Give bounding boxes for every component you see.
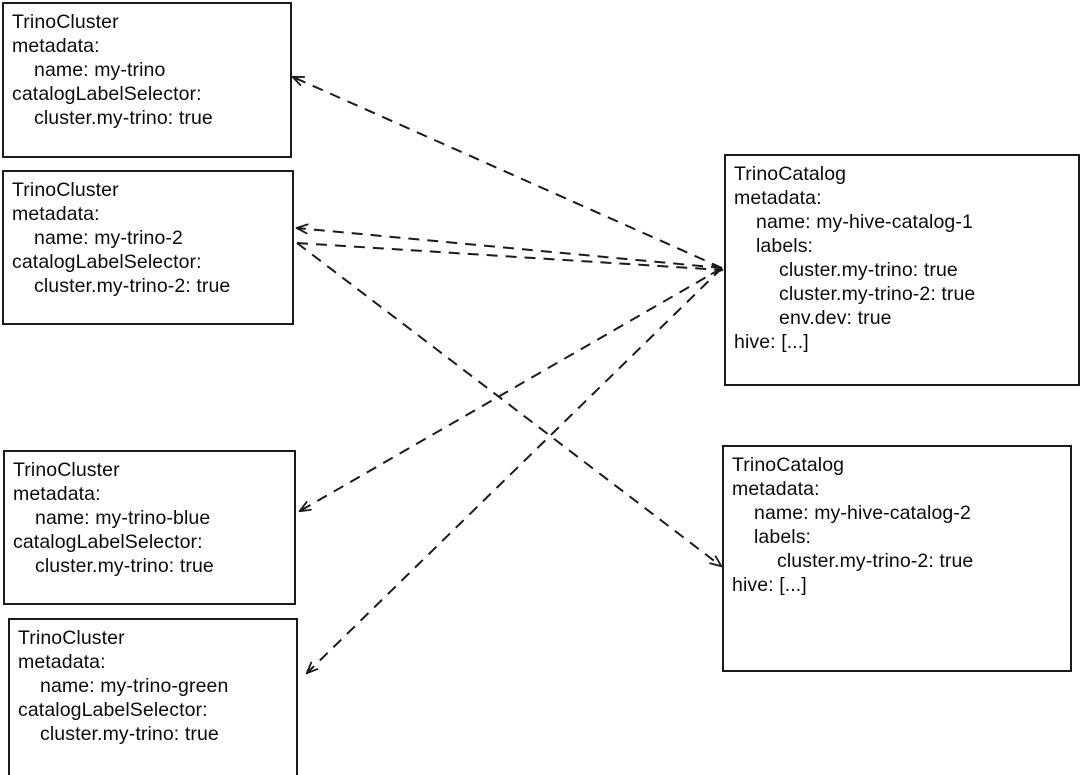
edge-catalog_my_hive_catalog_1-to-cluster_my_trino_2: [297, 228, 723, 269]
node-line: TrinoCluster: [18, 627, 125, 649]
node-line: TrinoCluster: [12, 179, 119, 201]
node-line: env.dev: true: [779, 307, 892, 329]
node-line: cluster.my-trino: true: [34, 107, 213, 129]
node-line: metadata:: [732, 478, 820, 500]
node-line: TrinoCluster: [12, 11, 119, 33]
node-line: cluster.my-trino: true: [40, 723, 219, 745]
node-line: name: my-hive-catalog-1: [756, 211, 973, 233]
node-line: name: my-trino-green: [40, 675, 229, 697]
node-line: catalogLabelSelector:: [18, 699, 208, 721]
node-line: cluster.my-trino: true: [779, 259, 958, 281]
edge-catalog_my_hive_catalog_1-to-cluster_my_trino: [293, 77, 723, 269]
node-line: name: my-trino: [34, 59, 166, 81]
node-line: metadata:: [12, 35, 100, 57]
edge-catalog_my_hive_catalog_1-to-cluster_my_trino_green: [307, 267, 723, 673]
node-line: cluster.my-trino-2: true: [34, 275, 231, 297]
node-line: name: my-hive-catalog-2: [754, 502, 971, 524]
node-line: hive: [...]: [732, 574, 807, 596]
node-line: cluster.my-trino: true: [35, 555, 214, 577]
edge-catalog_my_hive_catalog_1-to-cluster_my_trino_blue: [300, 267, 723, 511]
node-line: labels:: [756, 235, 814, 257]
edge-cluster_my_trino_2-to-catalog_my_hive_catalog_2: [296, 242, 721, 566]
node-line: cluster.my-trino-2: true: [779, 283, 976, 305]
node-line: cluster.my-trino-2: true: [777, 550, 974, 572]
node-line: labels:: [754, 526, 812, 548]
node-line: metadata:: [18, 651, 106, 673]
node-line: metadata:: [13, 483, 101, 505]
node-line: name: my-trino-blue: [35, 507, 211, 529]
node-line: catalogLabelSelector:: [13, 531, 203, 553]
node-line: metadata:: [12, 203, 100, 225]
node-line: name: my-trino-2: [34, 227, 183, 249]
node-line: metadata:: [734, 187, 822, 209]
node-line: TrinoCatalog: [732, 454, 845, 476]
node-line: hive: [...]: [734, 331, 809, 353]
edge-cluster_my_trino_2-to-catalog_my_hive_catalog_1: [296, 242, 722, 270]
node-line: TrinoCluster: [13, 459, 120, 481]
node-line: catalogLabelSelector:: [12, 83, 202, 105]
node-line: catalogLabelSelector:: [12, 251, 202, 273]
node-line: TrinoCatalog: [734, 163, 847, 185]
